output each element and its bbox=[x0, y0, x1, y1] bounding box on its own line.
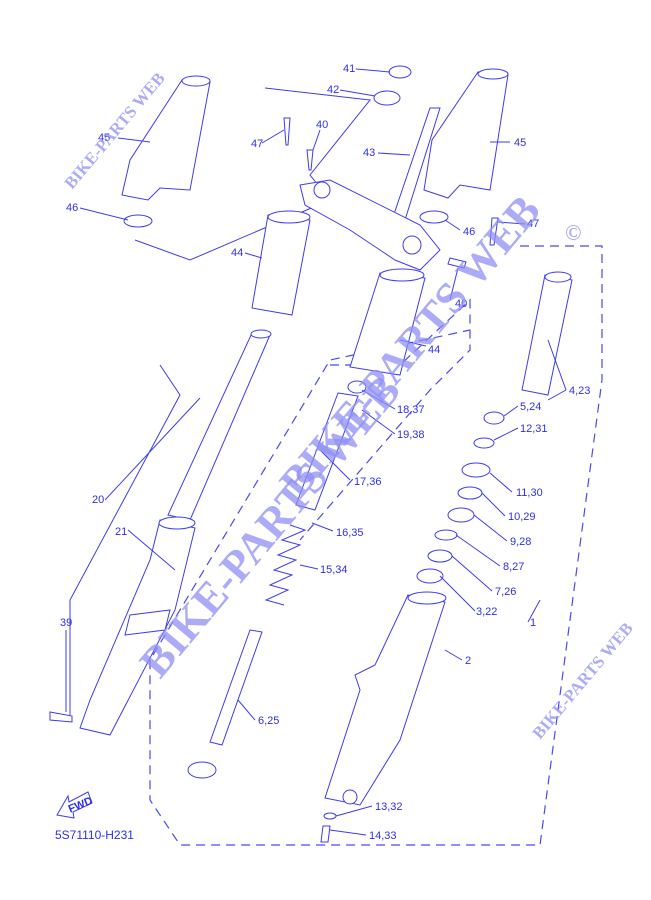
callout: 43 bbox=[363, 147, 375, 159]
tube-17 bbox=[295, 392, 359, 511]
outer-tube-left bbox=[79, 516, 196, 736]
fork-cover-left bbox=[121, 75, 211, 201]
washer-13 bbox=[323, 812, 337, 820]
callout: 16,35 bbox=[336, 527, 364, 539]
bearing-41 bbox=[388, 65, 412, 79]
seal-46-left bbox=[123, 214, 153, 228]
ring-3 bbox=[416, 568, 444, 584]
callout: 1 bbox=[530, 617, 536, 629]
bolt-39 bbox=[49, 711, 73, 723]
clip-10 bbox=[457, 486, 483, 500]
washer-8 bbox=[434, 529, 458, 541]
callout: 14,33 bbox=[369, 830, 397, 842]
bearing-42 bbox=[373, 90, 401, 106]
callout: 3,22 bbox=[476, 606, 497, 618]
callout: 41 bbox=[343, 63, 355, 75]
spring bbox=[264, 524, 307, 606]
callout: 15,34 bbox=[320, 564, 348, 576]
callout: 12,31 bbox=[520, 423, 548, 435]
callout: 19,38 bbox=[397, 429, 425, 441]
callout: 45 bbox=[514, 137, 526, 149]
fwd-arrow-icon: FWD bbox=[56, 791, 95, 819]
callout: 6,25 bbox=[258, 715, 279, 727]
seal-46-right bbox=[419, 210, 449, 224]
bushing-5 bbox=[483, 411, 505, 425]
svg-text:FWD: FWD bbox=[67, 795, 95, 816]
callout: 9,28 bbox=[510, 536, 531, 548]
callout: 47 bbox=[527, 218, 539, 230]
callout: 8,27 bbox=[503, 561, 524, 573]
bolt-40-right bbox=[447, 257, 467, 269]
inner-tube-left bbox=[167, 329, 272, 521]
washer-11 bbox=[461, 462, 491, 478]
callout-labels: 41 42 40 47 43 45 45 46 46 47 44 40 44 1… bbox=[60, 63, 590, 842]
group-outline-left bbox=[69, 364, 181, 715]
leader-lines bbox=[65, 68, 567, 836]
watermark: © bbox=[565, 220, 581, 245]
assembly-boundary-1 bbox=[149, 245, 603, 846]
cap-18 bbox=[347, 380, 367, 394]
assembly-boundary-inner bbox=[299, 298, 471, 541]
callout: 45 bbox=[98, 132, 110, 144]
callout: 20 bbox=[92, 494, 104, 506]
callout: 5,24 bbox=[520, 401, 541, 413]
bushing-12 bbox=[473, 437, 495, 449]
spring-small bbox=[187, 761, 217, 779]
bolt-40 bbox=[306, 149, 314, 171]
inner-tube-right bbox=[521, 271, 573, 396]
outer-tube-right bbox=[324, 591, 447, 806]
callout: 18,37 bbox=[397, 404, 425, 416]
cover-44-left bbox=[251, 210, 311, 316]
callout: 21 bbox=[115, 526, 127, 538]
callout: 4,23 bbox=[569, 385, 590, 397]
callout: 7,26 bbox=[495, 586, 516, 598]
bushing-7 bbox=[427, 549, 453, 563]
callout: 2 bbox=[465, 655, 471, 667]
bolt-47-right bbox=[489, 217, 499, 246]
callout: 10,29 bbox=[508, 511, 536, 523]
callout: 40 bbox=[316, 119, 328, 131]
callout: 44 bbox=[231, 247, 243, 259]
watermark: BIKE-PARTS WEB bbox=[529, 619, 637, 743]
callout: 47 bbox=[251, 138, 263, 150]
bolt-14 bbox=[320, 825, 331, 843]
callout: 44 bbox=[428, 344, 440, 356]
damper-rod bbox=[209, 629, 263, 746]
diagram-code: 5S71110-H231 bbox=[55, 828, 134, 842]
callout: 13,32 bbox=[375, 801, 403, 813]
bolt-47-left bbox=[283, 117, 291, 146]
fork-cover-right bbox=[423, 68, 509, 199]
callout: 11,30 bbox=[516, 487, 543, 499]
callout: 17,36 bbox=[354, 476, 382, 488]
cover-44-right bbox=[349, 268, 426, 376]
callout: 46 bbox=[66, 202, 78, 214]
callout: 42 bbox=[327, 84, 339, 96]
callout: 40 bbox=[455, 298, 467, 310]
seal-9 bbox=[447, 507, 475, 523]
callout: 39 bbox=[60, 617, 72, 629]
callout: 46 bbox=[463, 226, 475, 238]
